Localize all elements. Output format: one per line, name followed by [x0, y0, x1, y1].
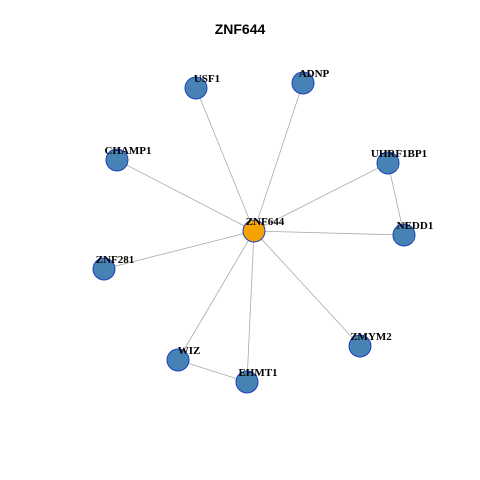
- node-usf1[interactable]: USF1: [184, 73, 220, 100]
- node-nedd1[interactable]: NEDD1: [392, 220, 434, 247]
- edge-znf644-uhrf1bp1: [253, 162, 389, 232]
- edge-wiz-ehmt1: [177, 359, 248, 383]
- edge-znf644-usf1: [195, 87, 255, 232]
- node-label-champ1: CHAMP1: [104, 145, 151, 157]
- node-circle-uhrf1bp1[interactable]: [376, 151, 400, 175]
- node-znf644[interactable]: ZNF644: [242, 216, 285, 243]
- node-layer: ZNF644 USF1 ADNP CHAMP1 UHRF1BP1NEDD1ZNF281Z…: [92, 68, 434, 394]
- node-circle-adnp[interactable]: [291, 71, 315, 95]
- node-label-znf644: ZNF644: [246, 216, 285, 228]
- node-circle-champ1[interactable]: [105, 148, 129, 172]
- node-label-uhrf1bp1: UHRF1BP1: [371, 148, 427, 160]
- edge-znf644-znf281: [103, 230, 255, 270]
- node-label-nedd1: NEDD1: [397, 220, 434, 232]
- node-uhrf1bp1[interactable]: UHRF1BP1: [371, 148, 427, 175]
- node-champ1[interactable]: CHAMP1: [104, 145, 152, 172]
- node-label-wiz: WIZ: [178, 345, 201, 357]
- node-circle-zmym2[interactable]: [348, 334, 372, 358]
- edge-znf644-ehmt1: [246, 230, 255, 383]
- edge-znf644-adnp: [253, 82, 304, 232]
- edge-layer: [103, 82, 405, 383]
- node-circle-nedd1[interactable]: [392, 223, 416, 247]
- graph-title: ZNF644: [214, 21, 266, 37]
- node-label-usf1: USF1: [194, 73, 220, 85]
- node-zmym2[interactable]: ZMYM2: [348, 331, 392, 358]
- node-label-znf281: ZNF281: [96, 254, 135, 266]
- node-label-adnp: ADNP: [299, 68, 330, 80]
- edge-znf644-champ1: [116, 159, 255, 232]
- node-circle-wiz[interactable]: [166, 348, 190, 372]
- node-wiz[interactable]: WIZ: [166, 345, 201, 372]
- edge-uhrf1bp1-nedd1: [387, 162, 405, 236]
- node-circle-ehmt1[interactable]: [235, 370, 259, 394]
- edge-znf644-wiz: [177, 230, 255, 361]
- node-label-ehmt1: EHMT1: [238, 367, 277, 379]
- node-circle-znf644[interactable]: [242, 219, 266, 243]
- node-ehmt1[interactable]: EHMT1: [235, 367, 278, 394]
- edge-znf644-nedd1: [253, 230, 405, 236]
- node-label-zmym2: ZMYM2: [350, 331, 392, 343]
- node-znf281[interactable]: ZNF281: [92, 254, 135, 281]
- node-circle-znf281[interactable]: [92, 257, 116, 281]
- node-adnp[interactable]: ADNP: [291, 68, 330, 95]
- node-circle-usf1[interactable]: [184, 76, 208, 100]
- edge-znf644-zmym2: [253, 230, 361, 347]
